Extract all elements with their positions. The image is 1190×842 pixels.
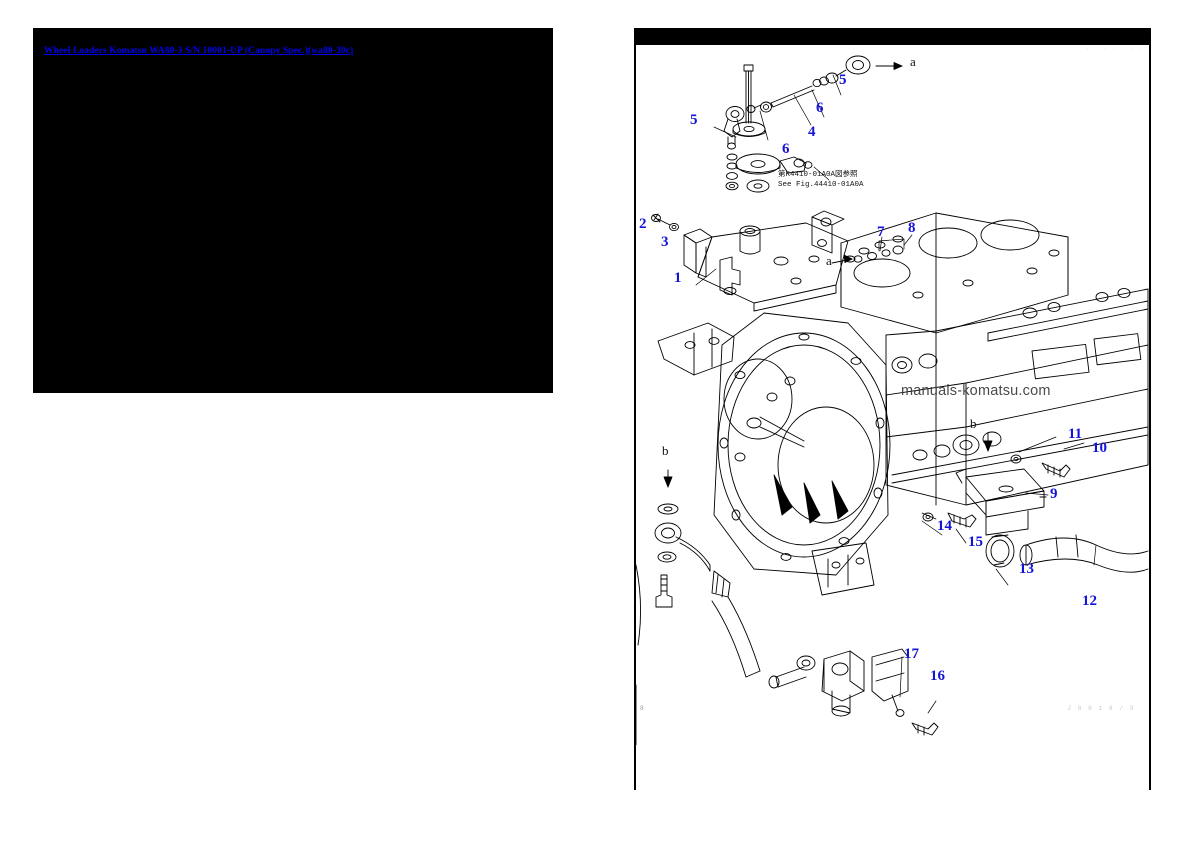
callout-1: 1 [674,270,682,286]
callout-5a: 5 [690,112,698,128]
technical-line-drawing [636,55,1149,745]
callout-5b: 5 [839,72,847,88]
exploded-parts-drawing: 第K4410-01A0A図参照 See Fig.44410-01A0A a a … [636,45,1149,745]
figure-reference-note: 第K4410-01A0A図参照 See Fig.44410-01A0A [778,171,864,190]
callout-4: 4 [808,124,816,140]
callout-6b: 6 [782,141,790,157]
section-marker-b-left: b [662,443,669,458]
section-marker-b-right: b [970,416,977,431]
callout-2: 2 [639,216,647,232]
callout-15: 15 [968,534,983,550]
callout-11: 11 [1068,426,1083,442]
sheet-code-bottom-right: J 8 0 1 8 / 3 [1067,705,1135,712]
callout-10: 10 [1092,440,1107,456]
callout-3: 3 [661,234,669,250]
site-watermark: manuals-komatsu.com [901,383,1051,399]
callout-6a: 6 [816,100,824,116]
figure-reference-note-jp: 第K4410-01A0A図参照 [778,171,858,179]
sheet-code-top-right: · · · · · · · [1085,46,1143,52]
callout-14: 14 [937,518,952,534]
section-marker-a-middle: a [826,253,832,268]
parts-diagram-sheet: · · · · · · · J 8 0 1 8 / 3 8 [634,28,1151,790]
callout-9: 9 [1050,486,1058,502]
callout-13: 13 [1019,561,1034,577]
catalog-title-link[interactable]: Wheel Loaders Komatsu WA80-3 S/N 10001-U… [44,46,354,56]
callout-12: 12 [1082,593,1097,609]
callout-16: 16 [930,668,945,684]
section-marker-a-top: a [910,54,916,69]
sheet-code-bottom-left: 8 [640,705,644,712]
callout-8: 8 [908,220,916,236]
callout-17: 17 [904,646,919,662]
figure-reference-note-en: See Fig.44410-01A0A [778,180,864,189]
preview-panel: Wheel Loaders Komatsu WA80-3 S/N 10001-U… [33,28,553,393]
sheet-top-band [636,28,1149,45]
callout-7: 7 [877,224,885,240]
